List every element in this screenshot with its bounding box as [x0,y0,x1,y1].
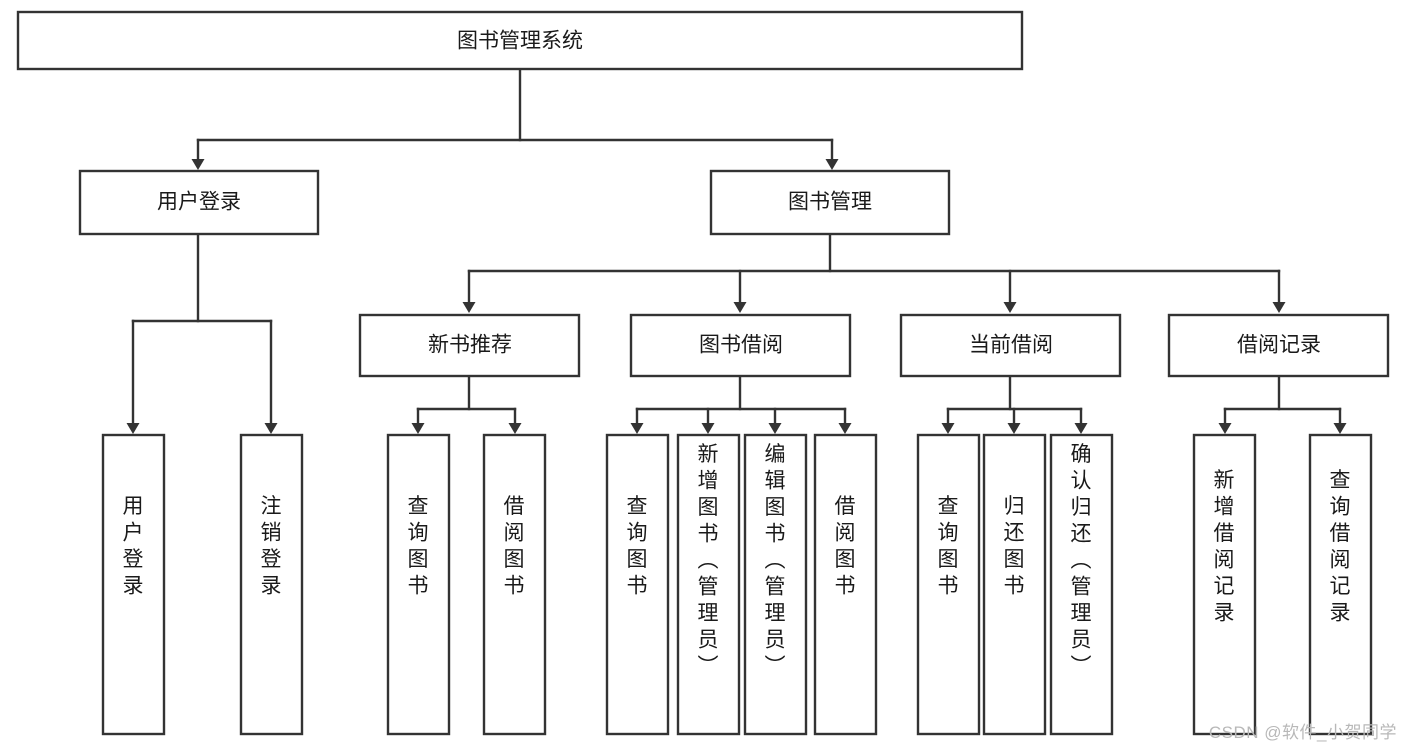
node-newbook-label: 新书推荐 [428,334,512,357]
node-bookmgmt[interactable]: 图书管理 [709,169,951,236]
node-leaf5-box[interactable] [605,433,670,736]
node-leaf12-box[interactable] [1192,433,1257,736]
node-leaf9-label: 查询图书 [938,495,959,598]
node-leaf8-box[interactable] [813,433,878,736]
node-leaf1[interactable]: 用户登录 [101,433,166,736]
node-leaf9[interactable]: 查询图书 [916,433,981,736]
node-leaf7-label: 编辑图书︵管理员︶ [765,443,786,678]
node-current-box[interactable] [899,313,1122,378]
node-record-label: 借阅记录 [1237,334,1321,357]
node-leaf4[interactable]: 借阅图书 [482,433,547,736]
node-leaf6-label: 新增图书︵管理员︶ [698,443,719,678]
leaf-nodes: 用户登录 注销登录 查询图书 借阅图书 查询图书 新增图书︵管理员︶ [101,433,1373,736]
node-leaf2-box[interactable] [239,433,304,736]
node-leaf4-box[interactable] [482,433,547,736]
node-record-box[interactable] [1167,313,1390,378]
node-login-box[interactable] [78,169,320,236]
node-borrow[interactable]: 图书借阅 [629,313,852,378]
node-leaf1-label: 用户登录 [123,495,144,598]
node-bookmgmt-box[interactable] [709,169,951,236]
node-leaf7-box[interactable] [743,433,808,736]
node-leaf3[interactable]: 查询图书 [386,433,451,736]
node-leaf6-box[interactable] [676,433,741,736]
node-leaf8-label: 借阅图书 [835,495,856,598]
node-leaf5[interactable]: 查询图书 [605,433,670,736]
node-leaf5-label: 查询图书 [627,495,648,598]
node-root-label: 图书管理系统 [457,30,583,53]
node-borrow-box[interactable] [629,313,852,378]
node-leaf11-box[interactable] [1049,433,1114,736]
node-leaf12[interactable]: 新增借阅记录 [1192,433,1257,736]
node-leaf11[interactable]: 确认归还︵管理员︶ [1049,433,1114,736]
node-root-box[interactable] [16,10,1024,71]
node-leaf1-box[interactable] [101,433,166,736]
node-current[interactable]: 当前借阅 [899,313,1122,378]
node-leaf13-label: 查询借阅记录 [1330,469,1351,625]
node-leaf12-label: 新增借阅记录 [1214,469,1235,625]
node-leaf13[interactable]: 查询借阅记录 [1308,433,1373,736]
node-leaf6[interactable]: 新增图书︵管理员︶ [676,433,741,736]
node-current-label: 当前借阅 [969,334,1053,357]
node-login-label: 用户登录 [157,191,241,214]
node-leaf8[interactable]: 借阅图书 [813,433,878,736]
node-newbook-box[interactable] [358,313,581,378]
csdn-watermark: CSDN @软件_小贺同学 [1208,723,1397,742]
node-leaf11-label: 确认归还︵管理员︶ [1071,443,1092,678]
node-leaf10-label: 归还图书 [1004,495,1025,598]
node-leaf4-label: 借阅图书 [504,495,525,598]
node-leaf9-box[interactable] [916,433,981,736]
node-leaf13-box[interactable] [1308,433,1373,736]
node-borrow-label: 图书借阅 [699,334,783,357]
node-leaf2[interactable]: 注销登录 [239,433,304,736]
connector-layer [126,67,1347,434]
node-login[interactable]: 用户登录 [78,169,320,236]
node-record[interactable]: 借阅记录 [1167,313,1390,378]
node-leaf2-label: 注销登录 [261,495,282,598]
node-bookmgmt-label: 图书管理 [788,191,872,214]
node-leaf3-box[interactable] [386,433,451,736]
node-root[interactable]: 图书管理系统 [16,10,1024,71]
node-leaf7[interactable]: 编辑图书︵管理员︶ [743,433,808,736]
node-leaf10-box[interactable] [982,433,1047,736]
node-leaf3-label: 查询图书 [408,495,429,598]
node-leaf10[interactable]: 归还图书 [982,433,1047,736]
node-newbook[interactable]: 新书推荐 [358,313,581,378]
